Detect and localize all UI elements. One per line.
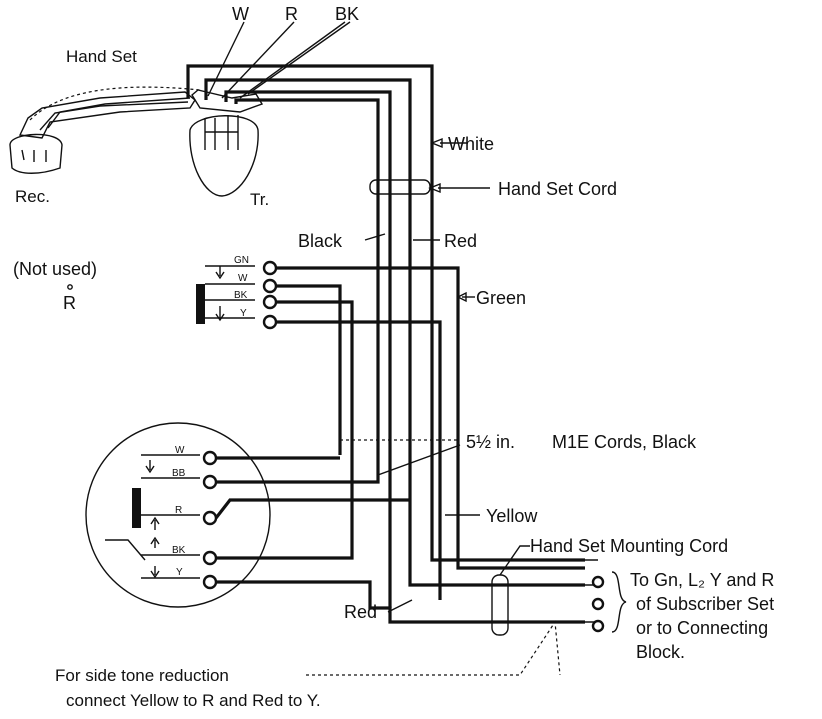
label-green: Green	[476, 288, 526, 308]
label-r-unused: R	[63, 293, 76, 313]
label-note-line2: connect Yellow to R and Red to Y.	[66, 691, 321, 710]
lower-terminal-circle	[85, 422, 271, 608]
handset-cord-wires	[186, 64, 585, 608]
label-hand-set: Hand Set	[66, 47, 137, 66]
label-red-upper: Red	[444, 231, 477, 251]
label-w-lower: W	[175, 445, 185, 456]
label-dest-line1: To Gn, L₂ Y and R	[630, 570, 774, 590]
label-rec: Rec.	[15, 187, 50, 206]
label-dest-line3: or to Connecting	[636, 618, 768, 638]
label-w-top: W	[232, 4, 249, 24]
label-bk-term: BK	[234, 290, 248, 301]
label-y-lower: Y	[176, 567, 183, 578]
label-bk-top: BK	[335, 4, 359, 24]
label-r-lower: R	[175, 505, 182, 516]
label-leaders	[306, 137, 561, 676]
label-m1e-length: 5½ in.	[466, 432, 515, 452]
label-note-line1: For side tone reduction	[55, 666, 229, 685]
label-bk-lower: BK	[172, 545, 186, 556]
label-dest-line4: Block.	[636, 642, 685, 662]
label-hand-set-cord: Hand Set Cord	[498, 179, 617, 199]
label-tr: Tr.	[250, 190, 269, 209]
label-white: White	[448, 134, 494, 154]
label-yellow: Yellow	[486, 506, 538, 526]
label-m1e-cords: M1E Cords, Black	[552, 432, 697, 452]
label-y-term: Y	[240, 308, 247, 319]
label-bb-lower: BB	[172, 468, 186, 479]
label-r-top: R	[285, 4, 298, 24]
output-terminals	[585, 559, 627, 633]
handset-drawing	[9, 86, 264, 197]
lower-terminal-wires	[214, 456, 585, 624]
label-black: Black	[298, 231, 343, 251]
label-red-lower: Red	[344, 602, 377, 622]
label-hand-set-mounting-cord: Hand Set Mounting Cord	[530, 536, 728, 556]
upper-terminal-wires	[276, 266, 585, 600]
label-gn-term: GN	[234, 255, 249, 266]
label-dest-line2: of Subscriber Set	[636, 594, 774, 614]
label-w-term: W	[238, 273, 248, 284]
label-not-used: (Not used)	[13, 259, 97, 279]
handset-terminal-leaders	[207, 21, 351, 99]
hand-set-cord-clamp	[369, 179, 431, 195]
lower-terminal-block	[105, 450, 218, 590]
unused-terminal-dot	[67, 284, 73, 290]
